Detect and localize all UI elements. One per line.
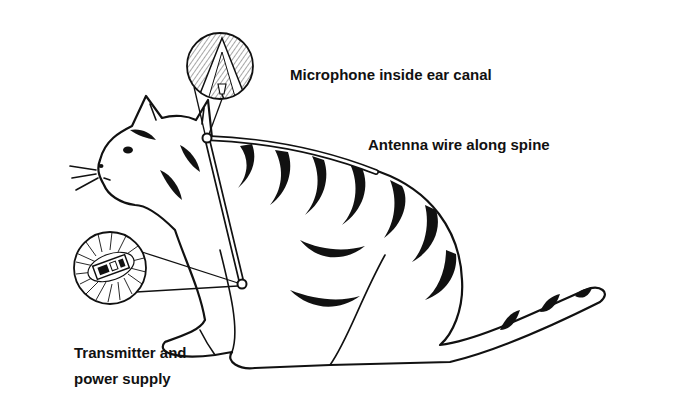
microphone-dot: [203, 134, 212, 143]
cat-nose: [99, 164, 104, 168]
inset-leaders: [136, 87, 238, 292]
ear-inset: [185, 30, 255, 110]
callout-label: Microphone inside ear canal: [290, 62, 590, 88]
transmitter-dot: [238, 280, 247, 289]
callout-label: Antenna wire along spine: [368, 132, 648, 158]
cat-details: [70, 104, 385, 365]
transmitter-inset: [74, 232, 146, 304]
antenna-wire: [207, 138, 376, 284]
cat-eye: [123, 147, 133, 154]
cat-stripes: [130, 129, 592, 330]
callout-label: Transmitter and power supply: [74, 340, 200, 392]
